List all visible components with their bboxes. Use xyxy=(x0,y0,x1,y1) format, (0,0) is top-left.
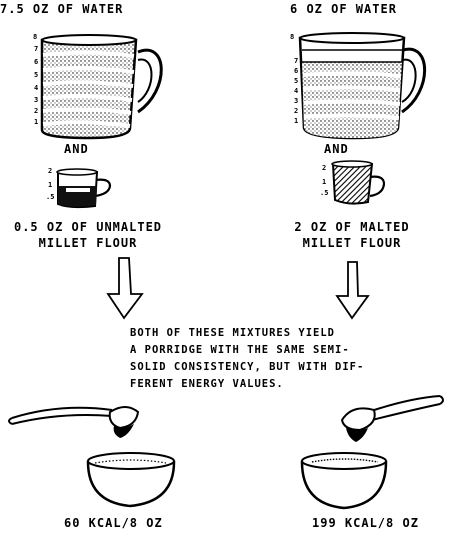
left-bowl xyxy=(86,452,176,508)
tick-label: 3 xyxy=(34,96,39,104)
left-and-label: AND xyxy=(64,142,89,156)
tick-label: 1 xyxy=(294,117,299,125)
left-arrow xyxy=(106,257,144,320)
tick-label: 3 xyxy=(294,97,299,105)
note-line: Both of these mixtures yield xyxy=(130,327,336,339)
tick-label: 8 xyxy=(33,33,38,41)
tick-label: 2 xyxy=(48,167,53,175)
tick-label: 2 xyxy=(34,107,39,115)
tick-label: 4 xyxy=(294,87,299,95)
left-measuring-cup xyxy=(40,34,163,140)
left-flour-line1: 0.5 oz of unmalted xyxy=(13,220,163,234)
right-water-label: 6 oz of water xyxy=(290,2,397,16)
tick-label: 7 xyxy=(294,57,299,65)
note-line: a porridge with the same semi- xyxy=(130,344,350,356)
tick-label: 1 xyxy=(48,181,53,189)
right-small-cup xyxy=(331,160,386,205)
tick-label: 1 xyxy=(34,118,39,126)
left-spoon xyxy=(8,406,140,438)
tick-label: 4 xyxy=(34,84,39,92)
tick-label: 7 xyxy=(34,45,39,53)
left-water-label: 7.5 oz of water xyxy=(0,2,124,16)
tick-label: .5 xyxy=(320,189,329,197)
tick-label: 2 xyxy=(294,107,299,115)
right-spoon xyxy=(340,395,444,442)
right-arrow xyxy=(335,261,370,320)
right-flour-line2: millet flour xyxy=(302,236,402,250)
tick-label: 6 xyxy=(294,67,299,75)
note-line: solid consistency, but with dif- xyxy=(130,361,365,373)
left-energy-label: 60 KCAL/8 oz xyxy=(64,516,163,530)
tick-label: 1 xyxy=(322,178,327,186)
note-line: ferent energy values. xyxy=(130,378,284,390)
comparison-note: Both of these mixtures yield a porridge … xyxy=(130,325,365,393)
right-flour-line1: 2 oz of malted xyxy=(294,220,410,234)
tick-label: 2 xyxy=(322,164,327,172)
right-measuring-cup xyxy=(298,32,426,140)
tick-label: 5 xyxy=(294,77,299,85)
tick-label: .5 xyxy=(46,193,55,201)
right-energy-label: 199 KCAL/8 oz xyxy=(312,516,419,530)
tick-label: 8 xyxy=(290,33,295,41)
right-bowl xyxy=(300,452,388,510)
tick-label: 5 xyxy=(34,71,39,79)
tick-label: 6 xyxy=(34,58,39,66)
right-and-label: AND xyxy=(324,142,349,156)
left-small-cup xyxy=(56,168,112,209)
left-flour-line2: millet flour xyxy=(38,236,138,250)
